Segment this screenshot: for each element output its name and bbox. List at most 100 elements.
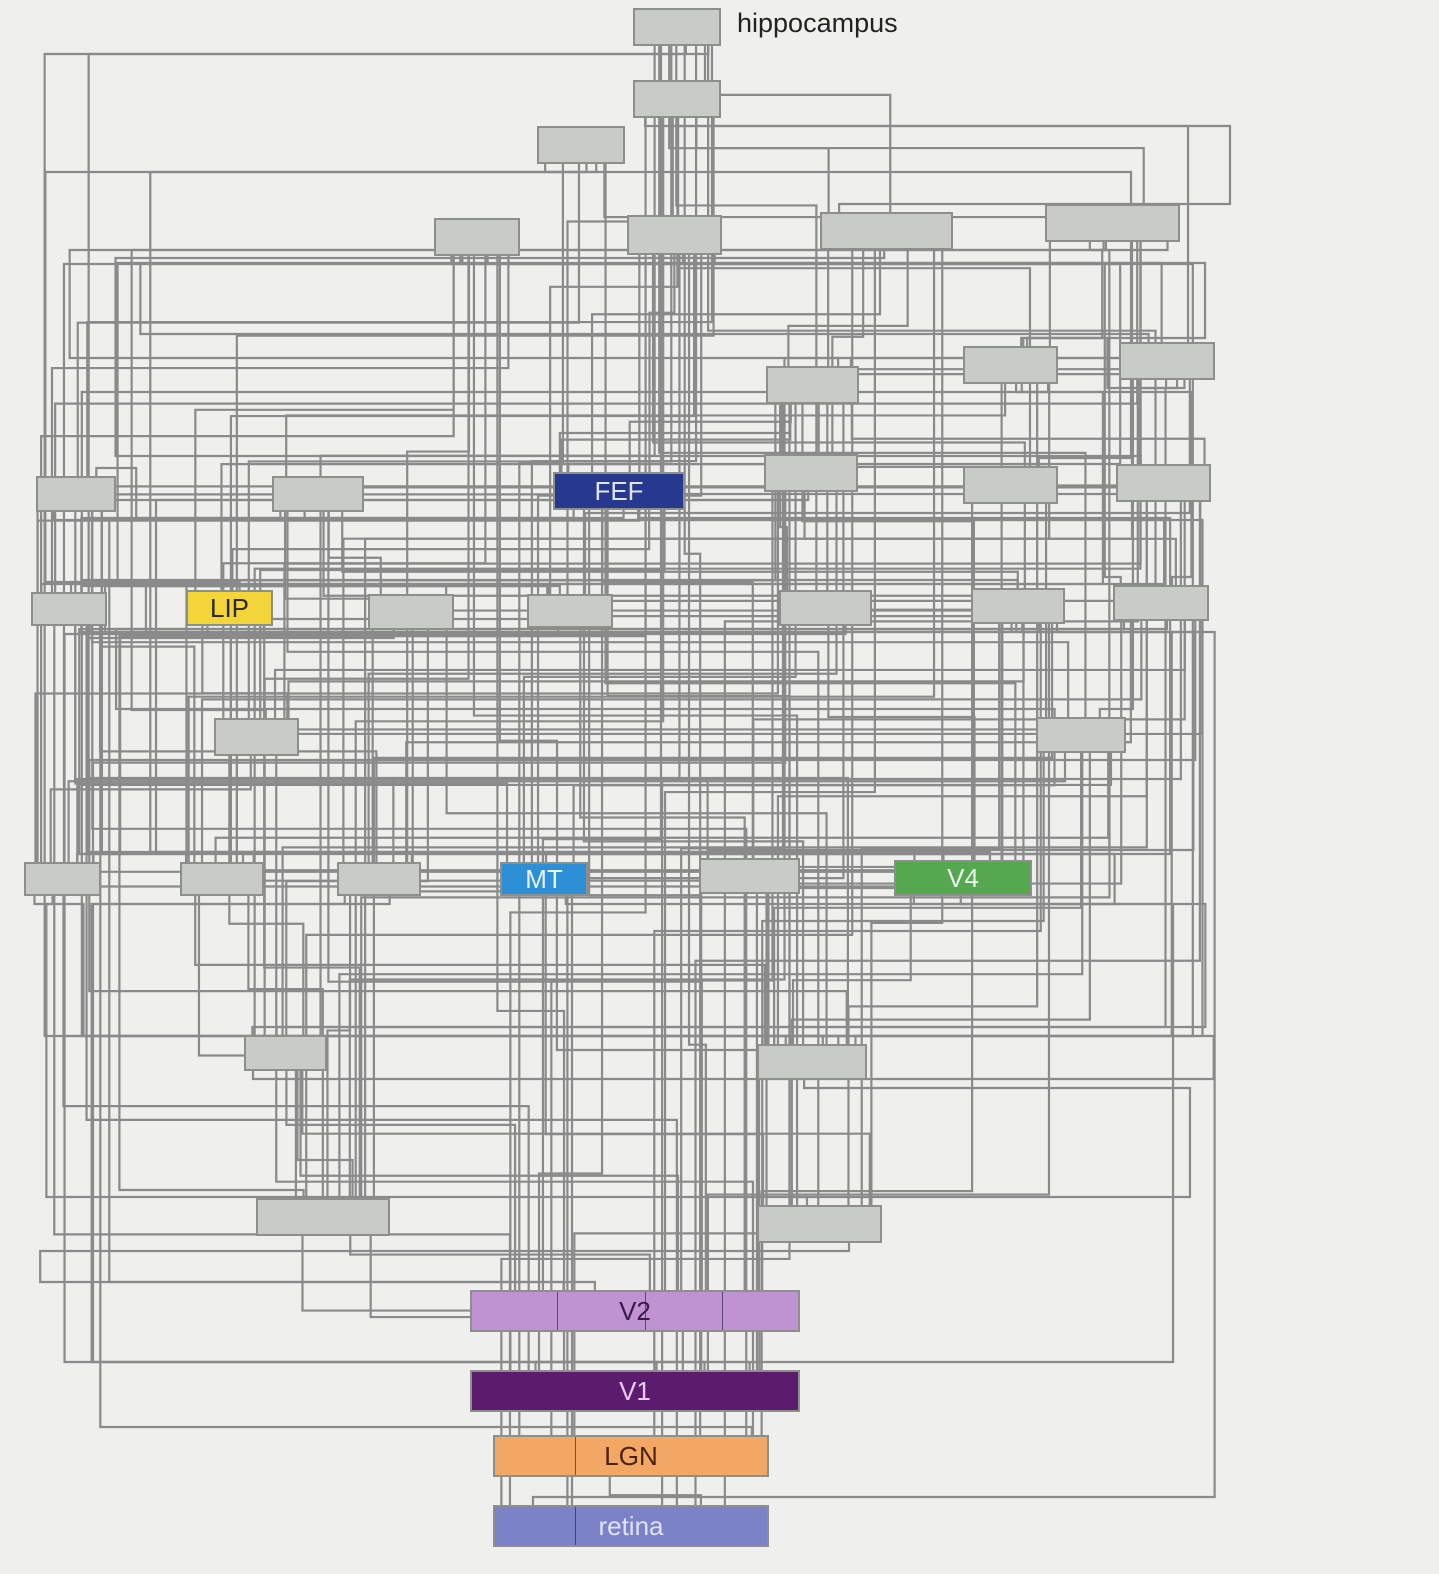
connection-line: [854, 624, 1173, 1044]
connection-line: [154, 492, 945, 860]
connection-line: [78, 621, 1126, 862]
connection-line: [327, 512, 703, 1290]
connection-line: [695, 118, 1145, 204]
connection-line: [263, 256, 470, 1035]
connection-line: [296, 1071, 354, 1198]
connection-line: [91, 492, 787, 862]
connection-line: [301, 1071, 871, 1205]
connection-line: [86, 46, 714, 476]
connection-line: [139, 256, 1150, 342]
connection-line: [604, 164, 1017, 860]
v4-label: V4: [947, 862, 979, 893]
connection-line: [50, 256, 510, 592]
connection-line: [405, 621, 1132, 862]
retina-label: retina: [598, 1510, 664, 1541]
connection-line: [338, 753, 1084, 1198]
area-box: [627, 215, 722, 255]
connection-line: [590, 250, 882, 472]
connection-line: [582, 510, 805, 1044]
area-box: [214, 718, 299, 756]
area-box: [766, 366, 859, 404]
connection-line: [228, 756, 305, 1035]
connection-line: [445, 630, 828, 1044]
connection-line: [349, 1236, 651, 1290]
connection-line: [88, 626, 753, 1435]
connection-line: [790, 1080, 1192, 1205]
connection-line: [544, 164, 1133, 466]
connection-line: [661, 255, 1207, 346]
area-box-lgn: LGN: [493, 1435, 769, 1477]
area-box: [963, 346, 1058, 384]
connection-line: [231, 510, 651, 590]
connection-line: [114, 621, 1169, 717]
area-box: [537, 126, 625, 164]
connection-line: [76, 164, 581, 476]
area-box: [337, 862, 421, 896]
area-box: [757, 1044, 867, 1080]
area-box: [820, 212, 953, 250]
area-box-retina: retina: [493, 1505, 769, 1547]
connection-line: [787, 250, 909, 366]
connection-line: [537, 510, 604, 1370]
area-box-fef: FEF: [553, 472, 685, 510]
connection-line: [870, 250, 944, 1205]
connection-line: [549, 118, 679, 594]
connection-line: [406, 256, 471, 862]
connection-line: [45, 896, 809, 1205]
connection-line: [220, 404, 820, 590]
connection-line: [360, 753, 1111, 1198]
connection-line: [251, 896, 1207, 1035]
connection-line: [185, 404, 777, 862]
connection-line: [560, 404, 792, 472]
connection-line: [43, 46, 840, 1044]
connection-line: [572, 753, 1056, 862]
connection-line: [713, 255, 1163, 366]
area-box: [24, 862, 101, 896]
connection-line: [555, 896, 761, 1290]
connection-line: [91, 896, 658, 1370]
area-box: [434, 218, 520, 256]
connection-line: [831, 250, 865, 454]
connection-line: [88, 896, 848, 1044]
connection-line: [63, 626, 847, 1370]
connection-line: [677, 118, 1032, 466]
area-box: [699, 858, 800, 894]
connection-line: [790, 753, 1091, 1205]
connection-line: [342, 384, 1051, 862]
connection-line: [130, 242, 1105, 718]
lgn-divider: [575, 1437, 576, 1475]
area-box: [272, 476, 364, 512]
area-box: [1113, 585, 1209, 621]
connection-line: [44, 164, 588, 590]
lgn-label: LGN: [604, 1440, 658, 1471]
fef-label: FEF: [594, 475, 644, 506]
connection-line: [326, 896, 352, 1198]
connection-line: [392, 502, 1182, 862]
connection-line: [1098, 380, 1168, 717]
connection-line: [49, 756, 252, 862]
area-box: [633, 80, 721, 118]
connection-line: [507, 256, 1122, 585]
connection-line: [90, 896, 751, 1370]
connection-line: [76, 753, 1113, 862]
connection-line: [531, 624, 1216, 1505]
connection-line: [33, 896, 824, 1044]
connection-line: [286, 512, 820, 1205]
connection-line: [285, 1071, 517, 1290]
connection-line: [68, 242, 1108, 366]
connection-line: [706, 624, 1051, 1370]
connection-line: [372, 624, 1054, 1198]
connection-line: [229, 255, 696, 862]
area-box: [757, 1205, 882, 1243]
connection-line: [608, 1477, 703, 1505]
connection-line: [322, 512, 1025, 860]
connection-line: [522, 404, 797, 862]
area-box-v1: V1: [470, 1370, 800, 1412]
v2-divider: [645, 1292, 646, 1330]
connection-line: [283, 242, 1142, 718]
connection-line: [91, 512, 748, 1435]
connection-line: [534, 896, 1175, 1370]
connection-line: [703, 46, 892, 212]
area-box-v2: V2: [470, 1290, 800, 1332]
area-box-lip: LIP: [186, 590, 273, 626]
